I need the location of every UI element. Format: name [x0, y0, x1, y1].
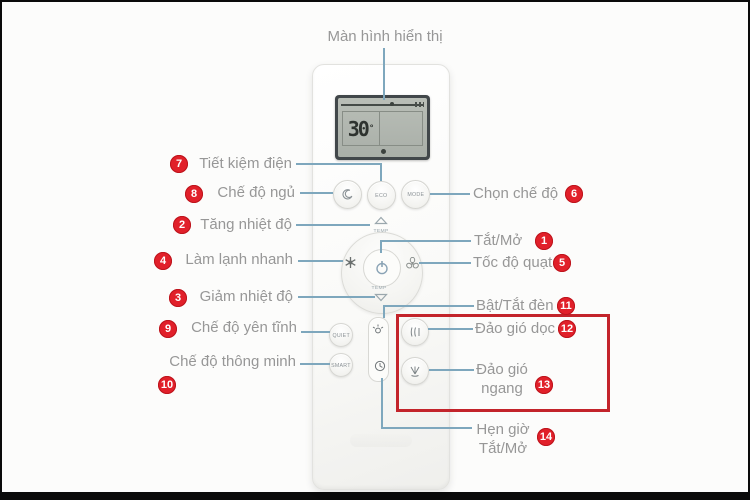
callout-line-5 — [419, 262, 471, 264]
callout-line-2 — [296, 224, 370, 226]
power-button — [363, 249, 401, 287]
badge-4: 4 — [154, 252, 172, 270]
label-timer-line2: Tắt/Mở — [478, 440, 528, 457]
swing-horizontal-button — [401, 357, 429, 385]
timer-icon — [374, 360, 386, 372]
quiet-button-label: QUIET — [332, 332, 350, 338]
label-sleep-mode: Chế độ ngủ — [217, 184, 295, 201]
badge-7: 7 — [170, 155, 188, 173]
light-timer-pill — [368, 317, 389, 382]
badge-6: 6 — [565, 185, 583, 203]
callout-line-11b — [383, 305, 385, 318]
label-quiet-mode: Chế độ yên tĩnh — [191, 319, 297, 336]
callout-line-12 — [428, 328, 473, 330]
label-timer-line1: Hẹn giờ — [476, 421, 530, 438]
lcd-temperature: 30° — [343, 112, 380, 145]
frame-bar-right — [748, 0, 750, 500]
badge-14: 14 — [537, 428, 555, 446]
highlight-box — [396, 314, 610, 412]
swing-vertical-icon — [410, 327, 420, 337]
lcd-screen: 30° — [338, 98, 427, 157]
callout-line-10 — [300, 363, 330, 365]
label-power: Tắt/Mở — [474, 232, 523, 249]
callout-line-7 — [296, 163, 382, 165]
lcd-degree-unit: ° — [368, 123, 375, 134]
callout-line-7b — [380, 163, 382, 181]
lcd-status-ticks — [415, 102, 424, 107]
power-icon — [376, 261, 388, 275]
temp-down-arrow-icon — [374, 293, 388, 302]
temp-down-label: TEMP — [371, 284, 387, 291]
light-icon — [372, 324, 384, 334]
callout-line-6 — [430, 193, 470, 195]
callout-line-8 — [300, 192, 333, 194]
callout-line-3 — [298, 296, 375, 298]
badge-11: 11 — [557, 297, 575, 315]
badge-3: 3 — [169, 289, 187, 307]
brand-logo — [350, 434, 412, 447]
label-smart-mode: Chế độ thông minh — [169, 353, 296, 370]
label-fast-cooling: Làm lạnh nhanh — [185, 251, 293, 268]
badge-8: 8 — [185, 185, 203, 203]
callout-line-13 — [429, 369, 474, 371]
eco-button: ECO — [367, 181, 396, 210]
swing-horizontal-icon — [410, 366, 420, 377]
label-temp-up: Tăng nhiệt độ — [200, 216, 292, 233]
swing-vertical-button — [401, 318, 429, 346]
lcd-bottom-dot-icon — [380, 149, 386, 154]
frame-bar-top — [0, 0, 750, 2]
label-swing-horizontal-line2: ngang — [481, 380, 523, 397]
fan-icon — [406, 257, 419, 269]
lcd-signal-dot-icon — [389, 102, 394, 106]
label-mode-select: Chọn chế độ — [473, 185, 559, 202]
frame-bar-left — [0, 0, 2, 500]
eco-button-label: ECO — [375, 192, 388, 199]
callout-line-9 — [301, 331, 330, 333]
badge-1: 1 — [535, 232, 553, 250]
lcd-main-area: 30° — [342, 111, 423, 146]
mode-button: MODE — [401, 180, 430, 209]
callout-line-14b — [381, 378, 383, 428]
frame-bar-bottom — [0, 492, 750, 500]
callout-line-1 — [380, 240, 471, 242]
badge-2: 2 — [173, 216, 191, 234]
callout-line-4 — [298, 260, 343, 262]
lcd-status-line — [341, 104, 424, 106]
label-swing-horizontal: Đảo gió ngang — [462, 360, 542, 398]
label-light-toggle: Bật/Tắt đèn — [476, 297, 554, 314]
quiet-button: QUIET — [329, 323, 353, 347]
badge-13: 13 — [535, 376, 553, 394]
turbo-cool-icon — [345, 257, 356, 268]
badge-9: 9 — [159, 320, 177, 338]
temp-up-label: TEMP — [373, 227, 389, 234]
callout-line-14 — [381, 427, 472, 429]
mode-button-label: MODE — [407, 191, 424, 198]
sleep-button — [333, 180, 362, 209]
label-swing-vertical: Đảo gió dọc — [475, 320, 556, 337]
callout-line-display — [383, 48, 385, 100]
moon-sleep-icon — [342, 189, 353, 200]
label-temp-down: Giảm nhiệt độ — [199, 288, 293, 305]
badge-5: 5 — [553, 254, 571, 272]
callout-line-1b — [380, 240, 382, 253]
lcd-temperature-value: 30 — [347, 116, 370, 141]
label-swing-horizontal-line1: Đảo gió — [476, 361, 528, 378]
callout-line-11 — [383, 305, 474, 307]
badge-10: 10 — [158, 376, 176, 394]
badge-12: 12 — [558, 320, 576, 338]
smart-button-label: SMART — [331, 362, 351, 368]
temp-up-arrow-icon — [374, 216, 388, 225]
label-fan-speed: Tốc độ quạt — [473, 254, 553, 271]
display-callout-label: Màn hình hiển thị — [327, 28, 443, 45]
smart-button: SMART — [329, 353, 353, 377]
label-energy-saving: Tiết kiệm điện — [199, 155, 292, 172]
lcd-display: 30° — [335, 95, 430, 160]
